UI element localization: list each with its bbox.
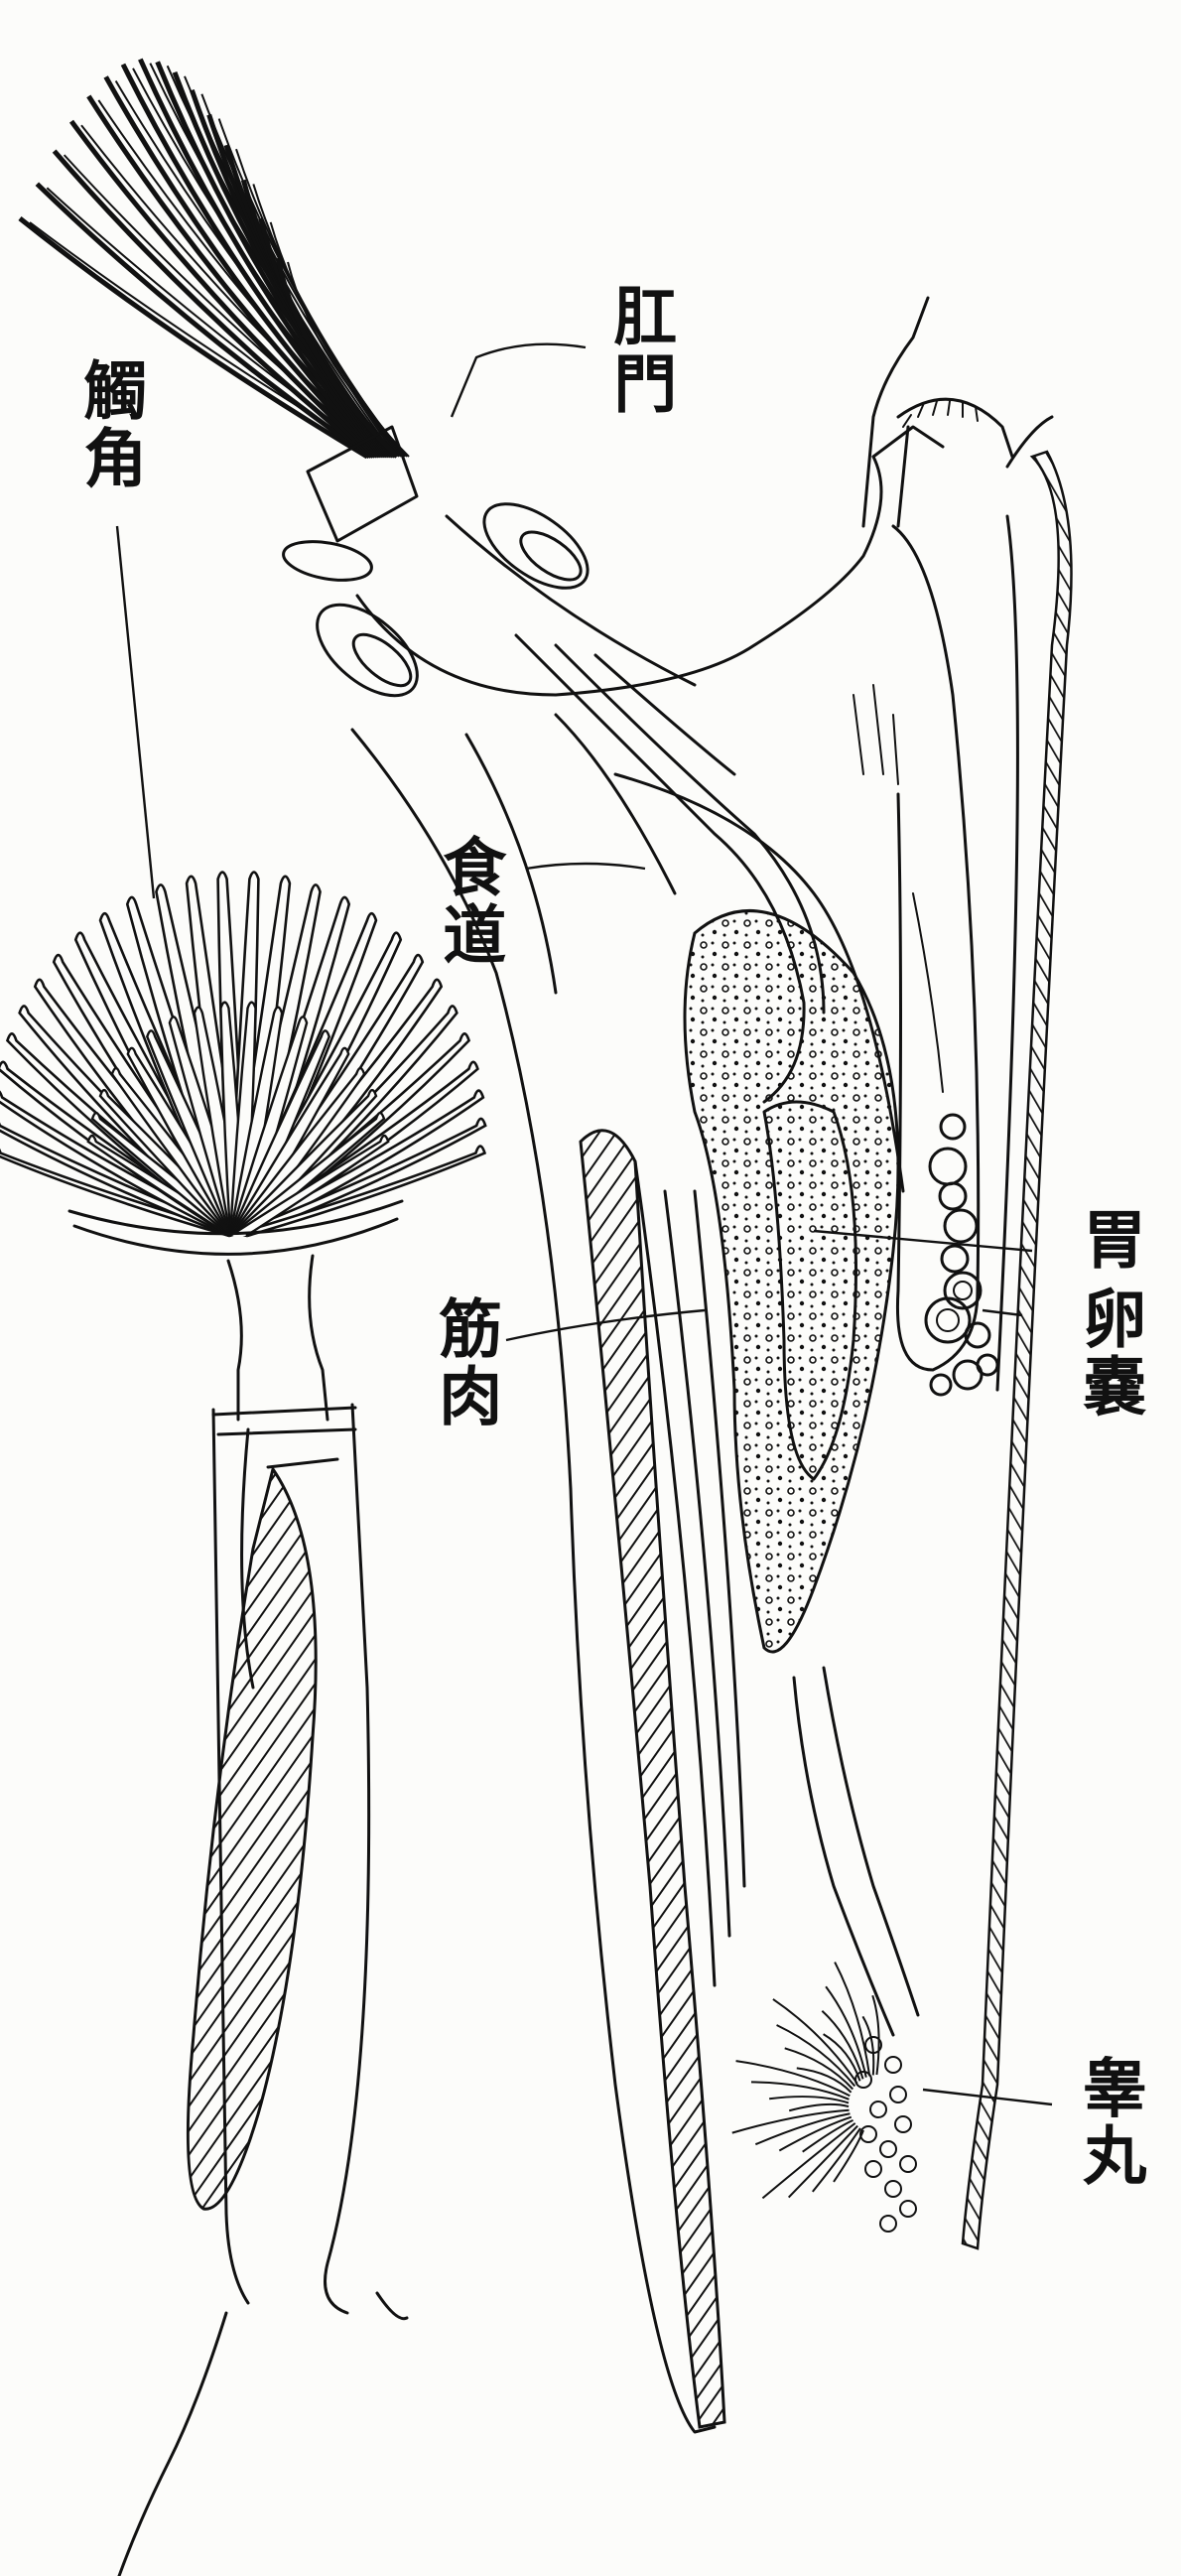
right-zooid	[20, 60, 1072, 2432]
testis-cell	[855, 2072, 871, 2088]
testis-cell	[900, 2156, 916, 2172]
label-esophagus: 食道	[437, 834, 501, 969]
testis-cell	[890, 2087, 906, 2102]
testis-hair	[732, 2110, 850, 2133]
testis-hair	[834, 2130, 863, 2182]
label-testis: 睾丸	[1077, 2055, 1141, 2190]
testis-cell	[880, 2216, 896, 2232]
testis-cell	[900, 2201, 916, 2217]
stomach-body	[685, 911, 898, 1653]
testis-cell	[885, 2057, 901, 2073]
testis-cell	[895, 2116, 911, 2132]
left-zooid	[0, 873, 485, 2576]
label-ovary: 卵嚢	[1077, 1286, 1141, 1421]
testis-cell	[880, 2141, 896, 2157]
left-tentacle-crown	[0, 873, 485, 1236]
testis-cell	[870, 2101, 886, 2117]
testis-cell	[885, 2181, 901, 2197]
testis-hair	[785, 2048, 853, 2089]
label-anus: 肛門	[607, 283, 672, 418]
testis-hair	[789, 2104, 849, 2110]
testis-cluster	[732, 1963, 916, 2232]
label-stomach: 胃	[1077, 1206, 1141, 1274]
leader-anus	[452, 344, 586, 417]
testis-cell	[865, 2161, 881, 2177]
leader-esophagus	[526, 864, 645, 869]
testis-hair	[769, 2097, 849, 2102]
label-muscle: 筋肉	[433, 1295, 497, 1430]
leader-tentacle	[117, 526, 154, 898]
label-tentacle: 觸角	[77, 357, 142, 492]
ovary-eggs	[926, 1115, 997, 1395]
